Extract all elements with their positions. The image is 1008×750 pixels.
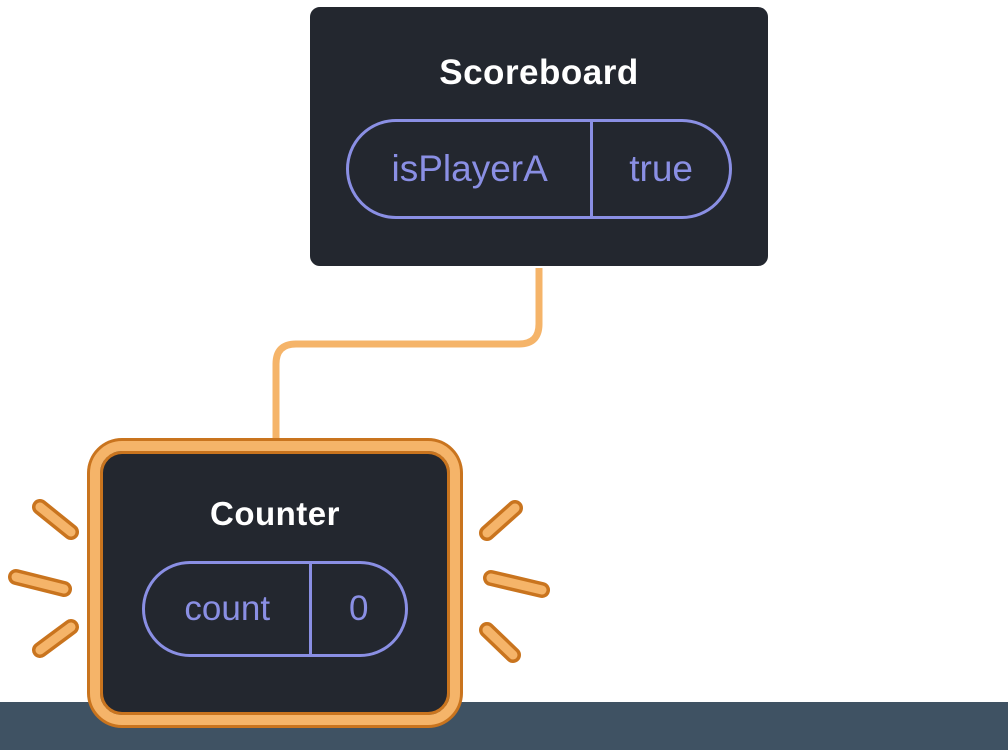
counter-state-pill: count 0	[142, 561, 408, 657]
counter-component-card-highlighted: Counter count 0	[90, 441, 460, 725]
scoreboard-component-card: Scoreboard isPlayerA true	[308, 5, 770, 268]
spark-icon	[32, 499, 79, 540]
spark-icon	[32, 619, 79, 658]
state-name-label: count	[145, 564, 313, 654]
spark-icon	[479, 500, 523, 541]
scoreboard-title: Scoreboard	[439, 53, 639, 92]
spark-icon	[483, 570, 550, 598]
counter-title: Counter	[210, 495, 340, 532]
spark-icon	[479, 622, 521, 663]
state-value-label: 0	[349, 589, 369, 628]
state-name-label: isPlayerA	[349, 122, 594, 216]
state-value-label: true	[629, 148, 694, 189]
scoreboard-state-pill: isPlayerA true	[346, 119, 732, 219]
spark-icon	[8, 569, 72, 597]
parent-child-connector-line	[272, 256, 543, 454]
